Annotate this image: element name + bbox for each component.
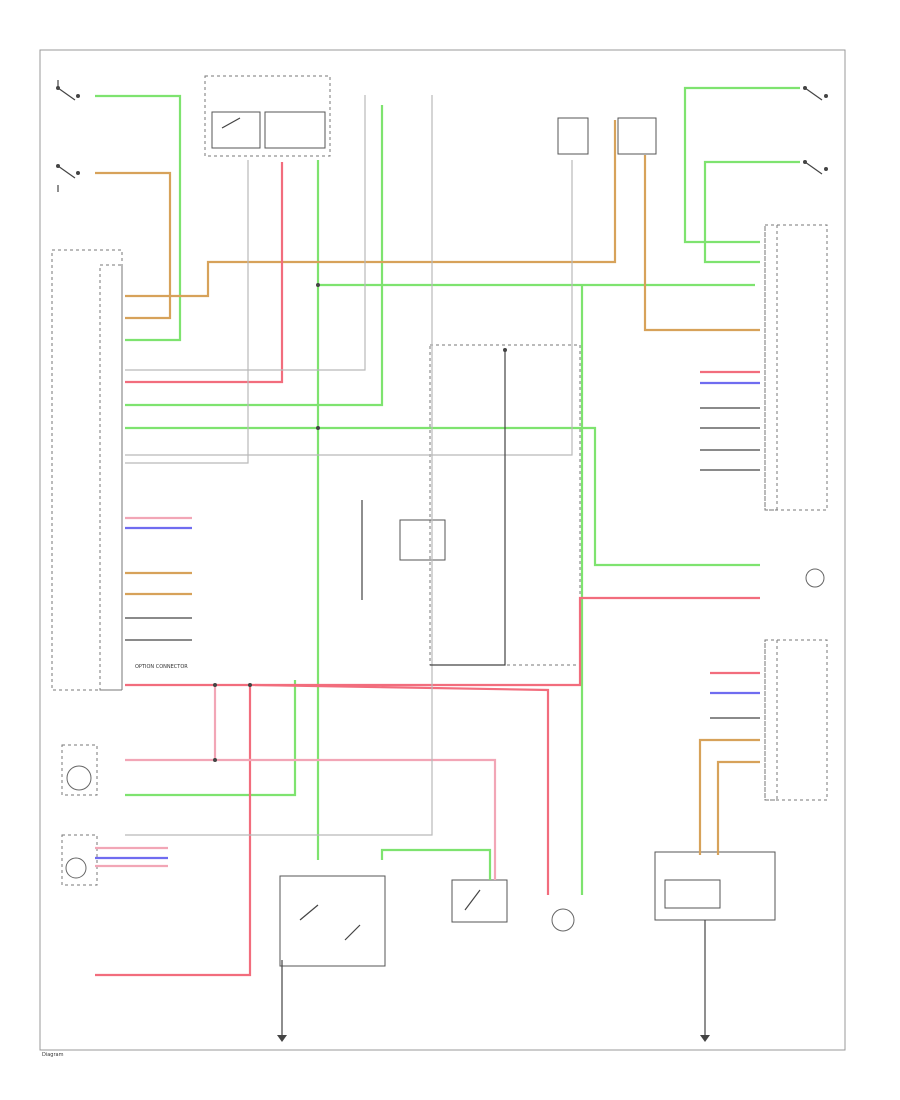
diagram-frame [39,49,846,1051]
wire-gray-mid-2 [125,160,249,464]
relay-box-outer [204,75,331,157]
left-ecu-inner [99,264,123,691]
wire-orange-bottom-right-2 [716,760,760,855]
node-1 [316,283,320,287]
option-connector-label: OPTION CONNECTOR [135,664,188,670]
switch-top-left-1 [56,80,80,101]
lamp-right [805,568,825,588]
wire-red-lower-3 [254,683,550,895]
wire-red-lower-horizontal [125,596,760,687]
wire-black-center [430,350,506,666]
wire-gray-top-1 [125,95,366,371]
lamp-center-bottom [551,908,575,932]
wire-green-lower-left [125,680,297,797]
lamp-left-2 [61,834,98,886]
wire-green-top-right [683,86,800,244]
relay-box-a [211,111,261,149]
right-connector-inner [764,224,778,511]
wire-orange-bottom-right-1 [698,738,760,855]
switch-top-left-2 [56,164,80,192]
wire-gray-top-2 [125,95,433,836]
frame-label: Diagram [42,1052,64,1058]
center-dashed-region [429,344,581,666]
wire-green-center-vertical [125,105,384,407]
node-6 [503,348,507,352]
relay-box-b [264,111,326,149]
wire-pink-lamp [215,758,497,880]
wire-gray-mid [125,160,573,456]
node-4 [248,683,252,687]
node-3 [213,683,217,687]
switch-top-right-1 [803,86,828,101]
wire-orange-top-left [95,171,172,320]
top-right-module [557,117,589,155]
center-small-box [399,519,446,561]
right-lower-inner [764,639,778,801]
right-lower-block [764,639,828,801]
bottom-right-module-inner [664,879,721,909]
node-5 [213,758,217,762]
wire-red-top-center [125,162,284,384]
top-right-module-2 [617,117,657,155]
bottom-center-relay-2 [451,879,508,923]
wire-orange-right [643,155,760,332]
wire-green-top-right-2 [703,160,800,264]
ground-left-icon [277,1035,287,1042]
wire-orange-horizontal [125,120,617,298]
wire-pink-left [125,685,217,762]
bottom-right-module [654,851,776,921]
right-connector-block [764,224,828,511]
wire-green-mid [125,426,760,567]
wire-red-lower-2 [95,685,252,977]
lamp-left-1 [61,744,98,796]
left-ecu-box [51,249,123,691]
bottom-center-relay [279,875,386,967]
ground-right-icon [700,1035,710,1042]
wire-green-bottom [380,848,492,880]
switch-top-right-2 [803,160,828,175]
node-2 [316,426,320,430]
wire-green-top-left [95,94,182,342]
